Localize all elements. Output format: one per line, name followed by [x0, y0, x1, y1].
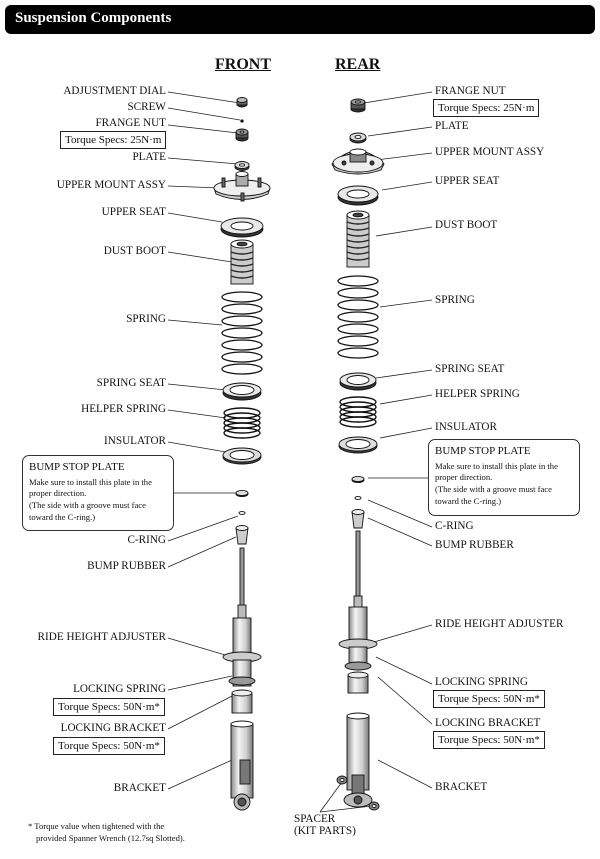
front-bump-stop-title: BUMP STOP PLATE: [29, 461, 125, 473]
rear-bracket: [343, 712, 373, 808]
rear-insulator: [338, 436, 378, 454]
front-spring: [221, 291, 263, 375]
rear-plate: [349, 132, 367, 144]
front-bump-stop-line2: proper direction.: [29, 488, 87, 499]
front-bump-rubber: [235, 525, 249, 545]
front-bump-stop-line3: (The side with a groove must face: [29, 500, 146, 511]
front-label-frange-nut: FRANGE NUT: [95, 117, 166, 129]
rear-locking-bracket: [347, 671, 369, 694]
front-label-bump-rubber: BUMP RUBBER: [87, 560, 166, 572]
front-label-screw: SCREW: [127, 101, 166, 113]
front-label-ride-height: RIDE HEIGHT ADJUSTER: [37, 631, 166, 643]
rear-bump-rubber: [351, 509, 365, 529]
front-label-c-ring: C-RING: [127, 534, 166, 546]
front-label-locking-spring: LOCKING SPRING: [73, 683, 166, 695]
rear-shock-body: [338, 530, 378, 671]
rear-label-plate: PLATE: [435, 120, 469, 132]
rear-label-spring: SPRING: [435, 294, 475, 306]
rear-label-helper-spring: HELPER SPRING: [435, 388, 520, 400]
rear-helper-spring: [339, 396, 377, 428]
front-bump-stop-note: BUMP STOP PLATE Make sure to install thi…: [22, 455, 174, 531]
rear-nut-torque-spec: Torque Specs: 25N·m: [433, 99, 540, 118]
front-label-helper-spring: HELPER SPRING: [81, 403, 166, 415]
header-title: Suspension Components: [15, 10, 172, 26]
front-frange-nut: [235, 128, 249, 142]
front-screw: [240, 119, 244, 123]
front-insulator: [222, 447, 262, 465]
rear-label-locking-spring: LOCKING SPRING: [435, 676, 528, 688]
front-bump-stop-line1: Make sure to install this plate in the: [29, 476, 152, 487]
footnote-line1: * Torque value when tightened with the: [28, 821, 165, 831]
front-helper-spring: [223, 407, 261, 439]
rear-label-upper-seat: UPPER SEAT: [435, 175, 500, 187]
front-locking-bracket-torque: Torque Specs: 50N·m*: [53, 737, 165, 756]
rear-label-bump-rubber: BUMP RUBBER: [435, 539, 514, 551]
rear-upper-seat: [337, 185, 379, 206]
rear-label-bracket: BRACKET: [435, 781, 488, 793]
rear-bump-stop-line2: proper direction.: [435, 472, 493, 483]
footnote-line2: provided Spanner Wrench (12.7sq Slotted)…: [36, 833, 185, 844]
rear-bump-stop-line1: Make sure to install this plate in the: [435, 460, 558, 471]
rear-bump-stop-line4: toward the C-ring.): [435, 495, 502, 506]
rear-bump-stop-note: BUMP STOP PLATE Make sure to install thi…: [428, 439, 580, 516]
rear-label-frange-nut: FRANGE NUT: [435, 85, 506, 97]
front-locking-spring-torque: Torque Specs: 50N·m*: [53, 698, 165, 717]
rear-label-dust-boot: DUST BOOT: [435, 219, 498, 231]
rear-bump-stop-plate: [351, 475, 365, 484]
page-header: Suspension Components: [5, 5, 595, 34]
front-label-upper-seat: UPPER SEAT: [101, 206, 166, 218]
front-label-insulator: INSULATOR: [104, 435, 166, 447]
rear-spacers: [336, 775, 380, 811]
front-plate: [234, 161, 250, 171]
front-label-bracket: BRACKET: [113, 782, 166, 794]
front-column-title: FRONT: [215, 56, 271, 73]
rear-upper-mount: [331, 148, 385, 175]
front-bump-stop-line4: toward the C-ring.): [29, 511, 96, 522]
torque-footnote: * Torque value when tightened with the p…: [28, 820, 185, 844]
front-bracket: [230, 720, 254, 811]
front-c-ring: [238, 511, 246, 515]
front-label-spring: SPRING: [126, 313, 166, 325]
front-shock-body: [222, 547, 262, 687]
rear-frange-nut: [350, 98, 366, 113]
rear-spring: [337, 275, 379, 359]
front-upper-mount: [213, 171, 271, 202]
rear-label-locking-bracket: LOCKING BRACKET: [435, 717, 541, 729]
rear-c-ring: [354, 496, 362, 500]
front-dust-boot: [230, 239, 254, 285]
front-label-adjustment-dial: ADJUSTMENT DIAL: [63, 85, 166, 97]
rear-assembly: [331, 98, 385, 811]
front-label-spring-seat: SPRING SEAT: [96, 377, 166, 389]
leader-lines: [167, 91, 433, 813]
rear-label-upper-mount: UPPER MOUNT ASSY: [435, 146, 545, 158]
rear-spring-seat: [339, 372, 377, 391]
rear-locking-bracket-torque: Torque Specs: 50N·m*: [433, 731, 545, 750]
rear-label-spring-seat: SPRING SEAT: [435, 363, 505, 375]
rear-column-title: REAR: [335, 56, 381, 73]
front-adjustment-dial: [236, 97, 248, 108]
front-label-plate: PLATE: [132, 151, 166, 163]
front-label-dust-boot: DUST BOOT: [103, 245, 166, 257]
front-locking-bracket: [231, 689, 253, 714]
rear-locking-spring-torque: Torque Specs: 50N·m*: [433, 690, 545, 709]
front-label-locking-bracket: LOCKING BRACKET: [60, 722, 166, 734]
rear-bump-stop-title: BUMP STOP PLATE: [435, 445, 531, 457]
rear-label-ride-height: RIDE HEIGHT ADJUSTER: [435, 618, 564, 630]
rear-label-insulator: INSULATOR: [435, 421, 497, 433]
rear-dust-boot: [346, 210, 370, 268]
front-assembly: [213, 97, 271, 811]
rear-bump-stop-line3: (The side with a groove must face: [435, 484, 552, 495]
front-bump-stop-plate: [235, 489, 249, 498]
front-upper-seat: [220, 217, 264, 238]
front-spring-seat: [222, 382, 262, 401]
front-label-upper-mount: UPPER MOUNT ASSY: [56, 179, 166, 191]
front-nut-torque-spec: Torque Specs: 25N·m: [60, 131, 167, 150]
rear-label-spacer-kit: (KIT PARTS): [294, 825, 356, 837]
rear-label-spacer: SPACER: [294, 813, 336, 825]
rear-label-c-ring: C-RING: [435, 520, 474, 532]
